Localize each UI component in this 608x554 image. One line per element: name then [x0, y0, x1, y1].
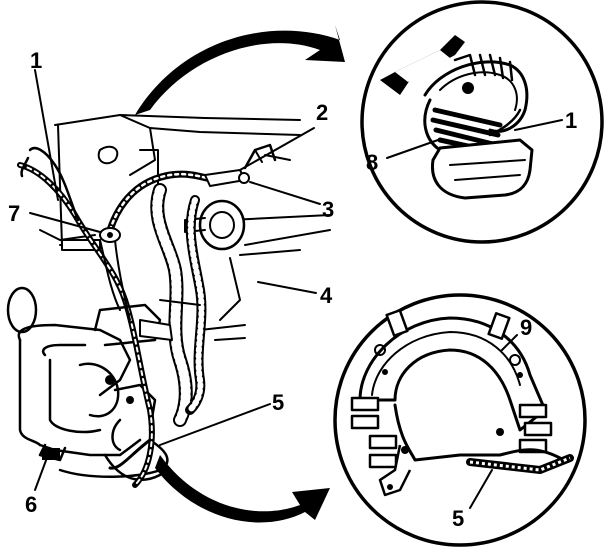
callout-5-inset: 5	[452, 506, 464, 531]
callout-5-main: 5	[272, 390, 284, 415]
callout-4: 4	[320, 283, 333, 308]
callout-9: 9	[520, 315, 532, 340]
engine-block	[39, 114, 331, 341]
callout-1-left: 1	[30, 48, 42, 73]
callout-2: 2	[316, 100, 328, 125]
inset-bottom	[333, 293, 587, 547]
callout-6: 6	[25, 492, 37, 517]
callouts: 1 2 3 4 5 6 7 8 1 9 5	[8, 48, 577, 531]
arrow-bottom	[155, 455, 330, 523]
wiring-harness	[17, 143, 277, 488]
arrow-top	[135, 25, 345, 115]
callout-8: 8	[366, 150, 378, 175]
leader-lines	[29, 69, 563, 509]
callout-1-inset: 1	[565, 108, 577, 133]
callout-3: 3	[322, 197, 334, 222]
callout-7: 7	[8, 201, 20, 226]
inset-top	[360, 0, 604, 244]
